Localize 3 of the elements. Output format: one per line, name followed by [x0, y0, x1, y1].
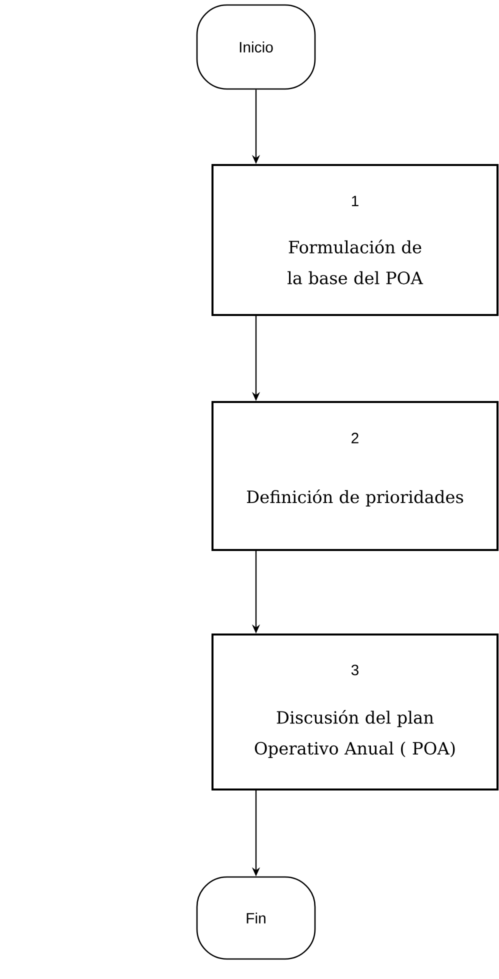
- process-box: 3 Discusión del plan Operativo Anual ( POA): [212, 634, 498, 790]
- process-box: 1 Formulación de la base del POA: [212, 164, 498, 316]
- process-box: 2 Definición de prioridades: [212, 401, 498, 551]
